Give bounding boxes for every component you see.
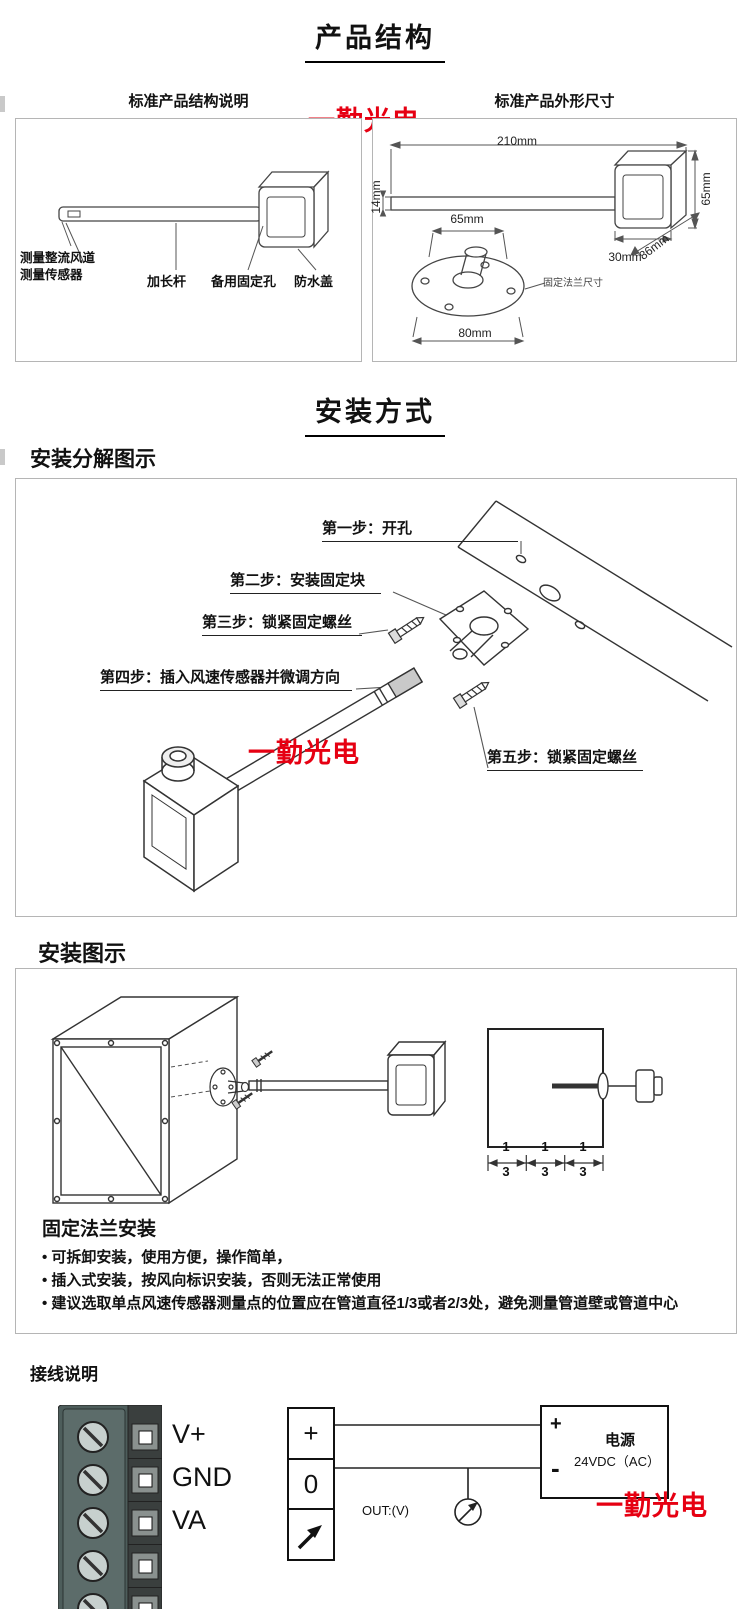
page-title: 产品结构 bbox=[305, 16, 445, 63]
wiring-heading: 接线说明 bbox=[30, 1365, 98, 1384]
left-panel-title: 标准产品结构说明 bbox=[128, 93, 249, 110]
installation-illustration-diagram bbox=[50, 995, 663, 1205]
signal-cell-plus: + bbox=[303, 1417, 319, 1448]
signal-cell-zero: 0 bbox=[289, 1457, 333, 1509]
exploded-view-heading: 安装分解图示 bbox=[30, 448, 156, 471]
meter-icon bbox=[454, 1498, 482, 1526]
section-installation-header: 安装方式 bbox=[0, 390, 750, 437]
dim-flange-inner: 65mm bbox=[450, 212, 484, 226]
probe-tube bbox=[205, 667, 424, 805]
screw-icon bbox=[231, 1092, 253, 1110]
flange-caption: 固定法兰尺寸 bbox=[543, 278, 603, 289]
small-flange bbox=[209, 1067, 250, 1107]
fraction-numerator: 1 bbox=[541, 1139, 549, 1154]
edge-tick-exploded bbox=[0, 449, 5, 465]
psu-plus: + bbox=[550, 1413, 562, 1435]
power-supply-box: + - 电源 24VDC（AC） bbox=[540, 1405, 669, 1499]
step-1: 第一步：开孔 bbox=[322, 517, 519, 542]
label-duct: 测量整流风道 bbox=[20, 251, 96, 265]
right-panel-title: 标准产品外形尺寸 bbox=[494, 93, 615, 110]
dim-tube-height: 14mm bbox=[369, 180, 383, 214]
flange-install-heading: 固定法兰安装 bbox=[42, 1219, 157, 1240]
signal-cell-arrow bbox=[289, 1508, 333, 1559]
bullet-item: 建议选取单点风速传感器测量点的位置应在管道直径1/3或者2/3处，避免测量管道壁… bbox=[42, 1292, 722, 1315]
installation-title: 安装方式 bbox=[305, 390, 445, 437]
bullet-item: 插入式安装，按风向标识安装，否则无法正常使用 bbox=[42, 1269, 722, 1292]
dim-length: 210mm bbox=[496, 134, 537, 148]
exploded-view-panel bbox=[15, 478, 737, 917]
terminal-block-image bbox=[58, 1405, 162, 1609]
psu-name: 电源 bbox=[604, 1432, 635, 1449]
step-3: 第三步：锁紧固定螺丝 bbox=[202, 611, 363, 636]
fraction-denominator: 3 bbox=[502, 1164, 510, 1179]
step-5: 第五步：锁紧固定螺丝 bbox=[487, 746, 644, 771]
sensor-body bbox=[142, 746, 240, 893]
dimensions-panel bbox=[372, 118, 737, 362]
illustration-heading: 安装图示 bbox=[38, 941, 127, 966]
terminal-label-gnd: GND bbox=[172, 1462, 232, 1492]
psu-minus: - bbox=[551, 1453, 560, 1483]
watermark-middle: 一勤光电 bbox=[248, 738, 360, 768]
watermark-bottom: 一勤光电 bbox=[596, 1491, 708, 1521]
screw-icon bbox=[251, 1050, 273, 1068]
edge-tick-top bbox=[0, 96, 5, 112]
out-label: OUT:(V) bbox=[362, 1503, 409, 1518]
duct-3d bbox=[50, 995, 240, 1205]
duct-cross-section bbox=[487, 1028, 663, 1148]
duct-wall-panel bbox=[457, 500, 733, 702]
signal-terminal-block: + 0 bbox=[287, 1407, 335, 1561]
output-arrow-icon bbox=[297, 1524, 322, 1549]
bullet-item: 可拆卸安装，使用方便，操作简单， bbox=[42, 1246, 722, 1269]
third-dimension-marks bbox=[487, 1155, 604, 1171]
section-product-structure-header: 产品结构 bbox=[0, 16, 750, 63]
label-rod: 加长杆 bbox=[147, 274, 187, 289]
sensor-structure-diagram bbox=[58, 170, 330, 271]
fraction-denominator: 3 bbox=[541, 1164, 549, 1179]
screw-icon bbox=[452, 681, 490, 710]
psu-spec: 24VDC（AC） bbox=[574, 1454, 660, 1469]
terminal-contacts bbox=[131, 1423, 159, 1609]
structure-panel bbox=[15, 118, 362, 362]
dim-flange-outer: 80mm bbox=[458, 326, 492, 340]
fraction-numerator: 1 bbox=[502, 1139, 510, 1154]
dimension-diagram bbox=[379, 141, 700, 345]
terminal-screws bbox=[77, 1421, 109, 1609]
step-4: 第四步：插入风速传感器并微调方向 bbox=[100, 666, 353, 691]
mounting-flange bbox=[438, 590, 530, 666]
label-sensor: 测量传感器 bbox=[20, 268, 83, 282]
label-cover: 防水盖 bbox=[294, 274, 334, 289]
mounted-sensor bbox=[248, 1040, 447, 1118]
assembly-dashed-lines bbox=[170, 1060, 211, 1098]
fraction-denominator: 3 bbox=[579, 1164, 587, 1179]
screw-icon bbox=[387, 616, 425, 645]
label-spare-hole: 备用固定孔 bbox=[211, 274, 277, 289]
terminal-label-vplus: V+ bbox=[172, 1419, 206, 1449]
dim-head-height: 65mm bbox=[699, 172, 713, 206]
step-2: 第二步：安装固定块 bbox=[230, 569, 382, 594]
wiring-lines bbox=[331, 1424, 540, 1526]
dim-head-width: 30mm bbox=[608, 250, 642, 264]
exploded-diagram bbox=[142, 500, 733, 893]
fraction-numerator: 1 bbox=[579, 1139, 587, 1154]
terminal-label-va: VA bbox=[172, 1505, 207, 1535]
flange-install-notes: 可拆卸安装，使用方便，操作简单， 插入式安装，按风向标识安装，否则无法正常使用 … bbox=[42, 1246, 722, 1315]
